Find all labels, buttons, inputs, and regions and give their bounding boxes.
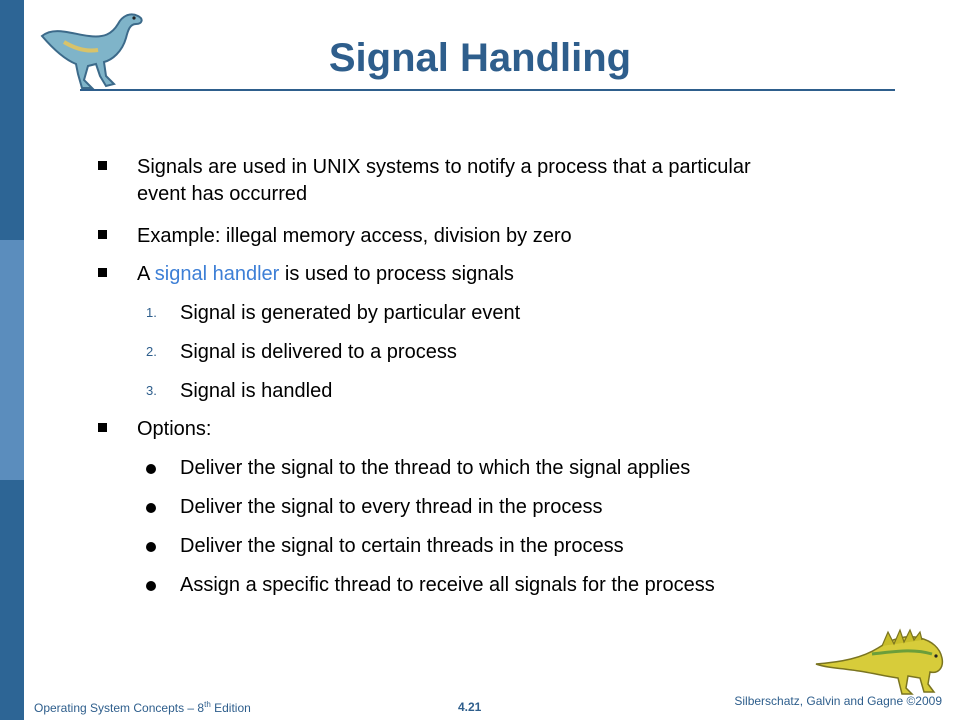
step-item-1: 1. Signal is generated by particular eve… [146, 300, 520, 327]
sidebar-segment-top [0, 0, 24, 240]
option-item-4: Assign a specific thread to receive all … [146, 572, 766, 599]
bullet-item-handler: A signal handler is used to process sign… [98, 261, 818, 288]
footer-authors: Silberschatz, Galvin and Gagne ©2009 [734, 694, 942, 708]
option-item-2: Deliver the signal to every thread in th… [146, 494, 826, 521]
footer-book-title: Operating System Concepts – 8th Edition [34, 700, 251, 715]
option-text: Deliver the signal to the thread to whic… [180, 457, 691, 479]
bullet-text: Options: [137, 418, 212, 440]
slide-title: Signal Handling [328, 36, 632, 80]
option-item-3: Deliver the signal to certain threads in… [146, 533, 826, 560]
option-text: Deliver the signal to certain threads in… [180, 535, 624, 557]
signal-handler-term: signal handler [154, 263, 280, 285]
sidebar-segment-bottom [0, 480, 24, 720]
round-bullet-icon [146, 542, 156, 552]
step-number: 1. [146, 305, 157, 320]
bullet-text: A signal handler is used to process sign… [137, 261, 514, 288]
footer-book-sup: th [204, 700, 211, 709]
left-sidebar [0, 0, 24, 720]
bullet-text: Signals are used in UNIX systems to noti… [137, 156, 751, 205]
option-item-1: Deliver the signal to the thread to whic… [146, 455, 826, 482]
option-text: Deliver the signal to every thread in th… [180, 496, 603, 518]
dinosaur-logo-bottom-icon [815, 628, 944, 695]
dinosaur-logo-top-icon [40, 13, 143, 89]
footer-book-prefix: Operating System Concepts – 8 [34, 701, 205, 715]
bullet-item-example: Example: illegal memory access, division… [98, 223, 818, 250]
step-number: 3. [146, 383, 157, 398]
bullet-text-suffix: is used to process signals [279, 263, 514, 285]
option-text: Assign a specific thread to receive all … [180, 574, 715, 596]
bullet-item-signals: Signals are used in UNIX systems to noti… [98, 154, 818, 208]
footer-book-suffix: Edition [210, 701, 251, 715]
step-item-3: 3. Signal is handled [146, 378, 332, 405]
square-bullet-icon [98, 268, 107, 277]
step-text: Signal is generated by particular event [180, 302, 521, 324]
title-underline [80, 89, 895, 91]
step-text: Signal is handled [180, 380, 333, 402]
sidebar-segment-middle [0, 240, 24, 480]
square-bullet-icon [98, 230, 107, 239]
bullet-text-prefix: A [137, 263, 155, 285]
bullet-item-options: Options: [98, 416, 818, 443]
square-bullet-icon [98, 161, 107, 170]
footer-page-number: 4.21 [458, 700, 482, 714]
round-bullet-icon [146, 464, 156, 474]
step-number: 2. [146, 344, 157, 359]
round-bullet-icon [146, 503, 156, 513]
step-text: Signal is delivered to a process [180, 341, 457, 363]
round-bullet-icon [146, 581, 156, 591]
square-bullet-icon [98, 423, 107, 432]
step-item-2: 2. Signal is delivered to a process [146, 339, 457, 366]
bullet-text: Example: illegal memory access, division… [137, 225, 572, 247]
